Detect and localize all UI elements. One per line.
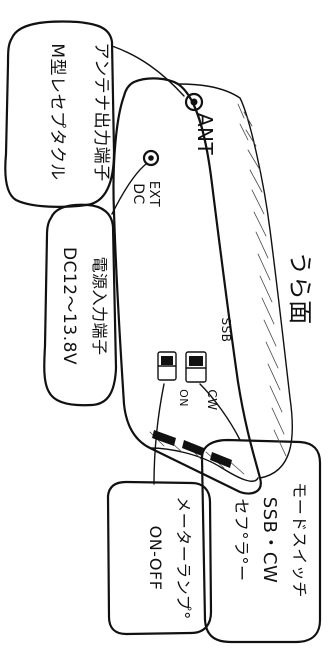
ext-label: EXT [146, 181, 161, 207]
leader-power [111, 163, 147, 215]
device-top-edge [177, 83, 294, 479]
antenna-callout-line2: M型レセプタクル [47, 43, 67, 180]
leader-antenna [111, 45, 185, 97]
mode-callout-box [200, 438, 322, 644]
leader-mode [199, 383, 241, 441]
meter-callout-line2: ON-OFF [146, 526, 165, 591]
power-callout-line1: 電源入力端子 [90, 256, 109, 355]
meter-callout-line1: メーターランプ° [174, 496, 193, 620]
mode-callout-line1: モードスイッチ [290, 482, 309, 598]
mode-switch [185, 351, 207, 383]
dc-label: DC [130, 183, 146, 205]
ant-connector-pin [190, 98, 198, 106]
ant-connector-outer [184, 92, 204, 112]
mode-callout-line2: SSB・CW [259, 497, 280, 584]
side-shading [149, 103, 287, 475]
dc-connector-outer [142, 149, 160, 167]
antenna-callout-line1: アンテナ出力端子 [91, 42, 111, 181]
on-label: ON [177, 389, 190, 407]
device-rear-panel [112, 77, 262, 495]
power-callout-line2: DC12〜13.8V [59, 247, 79, 365]
ant-label: ANT [193, 113, 217, 156]
cw-label: CW [205, 389, 219, 410]
meter-callout-box [106, 480, 213, 636]
ssb-label: SSB [219, 318, 233, 343]
leader-meter [153, 383, 165, 485]
meter-lamp-switch [157, 351, 177, 381]
rear-panel-title: うら面 [286, 251, 314, 325]
mode-callout-line3: セフ°ラ°ー [232, 498, 251, 581]
device-bottom-bevel [149, 447, 259, 482]
dc-connector-pin [148, 155, 154, 161]
power-callout-box [43, 203, 118, 407]
bottom-edge-controls [152, 430, 232, 468]
